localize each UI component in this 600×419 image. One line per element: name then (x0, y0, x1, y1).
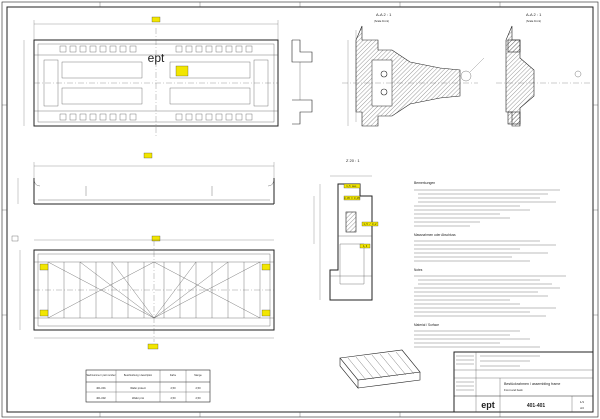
section-a-a-right-view: A-A 2 : 1 (Scale Front) (496, 12, 592, 127)
callout-a: 1,5 max. (346, 185, 357, 188)
section-a-a-right-label: A-A 2 : 1 (526, 12, 542, 17)
notes-heading-2: Massnahmen oder Abschluss (414, 233, 456, 237)
title-sub: Front and back (504, 388, 523, 392)
callout-d: 1,3 (363, 245, 368, 248)
table-cell-r1-c0: 401-002 (96, 396, 106, 400)
section-a-a-sub: (Scale Front) (374, 19, 389, 23)
table-header-1: Beschreibung / description (124, 374, 153, 377)
callout-c: 1,5 / 0,2 (364, 223, 377, 226)
sheet-format: A3 (580, 406, 584, 410)
top-plan-view: ept (23, 16, 279, 136)
title-main: Bestückrahmen / assembling frame (504, 382, 560, 386)
section-a-a-view: A-A 2 : 1 (Scale Front) (342, 12, 485, 127)
notes-block: Bemerkungen Massnahmen oder Abschluss No… (414, 181, 566, 348)
table-cell-r1-c2: 2,50 (170, 396, 176, 400)
frame-logo: ept (148, 51, 165, 65)
table-cell-r1-c1: Wafer prot (132, 396, 144, 400)
table-header-0: Sachnummer / part number (86, 374, 115, 377)
title-block: Bestückrahmen / assembling frame Front a… (453, 351, 594, 413)
table-cell-r0-c2: 2,50 (170, 386, 176, 390)
drawing-number: 401-401 (527, 403, 546, 409)
detail-z-view: Z 20 : 1 1,5 max. 0,45 ± 0,05 1,5 / 0,2 … (313, 158, 379, 301)
callout-b: 0,45 ± 0,05 (344, 197, 360, 200)
section-a-a-right-sub: (Scale Front) (526, 19, 541, 23)
front-elevation-view (17, 152, 275, 205)
table-header-3: Menge (194, 374, 202, 377)
table-cell-r0-c1: Wafer protect (130, 386, 146, 390)
table-header-2: Farbe (170, 374, 177, 377)
part-table: Sachnummer / part number Beschreibung / … (85, 369, 211, 403)
table-cell-r0-c0: 401-001 (96, 386, 106, 390)
isometric-view (339, 349, 421, 389)
table-cell-r0-c3: 2,50 (195, 386, 201, 390)
notes-heading-4: Material / Surface (414, 323, 439, 327)
company-logo: ept (481, 400, 495, 410)
notes-heading-1: Bemerkungen (414, 181, 435, 185)
sheet-number: 1/1 (580, 400, 585, 404)
notes-heading-3: Notes (414, 268, 423, 272)
side-detail-view (291, 39, 313, 125)
section-a-a-label: A-A 2 : 1 (376, 12, 392, 17)
detail-z-label: Z 20 : 1 (346, 158, 360, 163)
bottom-plan-view (11, 235, 275, 350)
table-cell-r1-c3: 2,50 (195, 396, 201, 400)
